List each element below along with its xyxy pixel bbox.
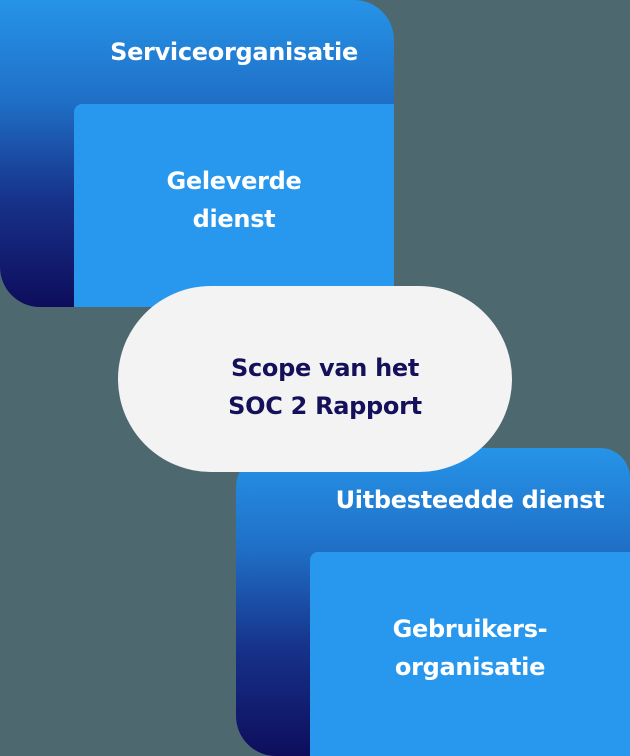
- user-organisation-card: Gebruikers- organisatie: [310, 552, 630, 756]
- outsourced-service-title: Uitbesteedde dienst: [335, 486, 605, 514]
- soc2-scope-line-2: SOC 2 Rapport: [228, 392, 422, 420]
- user-organisation-line-2: organisatie: [394, 653, 546, 681]
- service-organisation-card: Serviceorganisatie Geleverde dienst: [0, 0, 394, 307]
- outsourced-service-card: Uitbesteedde dienst Gebruikers- organisa…: [236, 448, 630, 756]
- soc2-scope-pill: Scope van het SOC 2 Rapport: [118, 286, 512, 472]
- delivered-service-line-1: Geleverde: [166, 166, 302, 195]
- service-organisation-title: Serviceorganisatie: [110, 38, 358, 66]
- delivered-service-card: Geleverde dienst: [74, 104, 394, 307]
- soc2-scope-label: Scope van het SOC 2 Rapport: [208, 333, 422, 425]
- user-organisation-label: Gebruikers- organisatie: [393, 610, 548, 686]
- soc2-scope-line-1: Scope van het: [230, 354, 420, 382]
- user-organisation-line-1: Gebruikers-: [392, 615, 548, 643]
- delivered-service-line-2: dienst: [192, 204, 276, 233]
- delivered-service-label: Geleverde dienst: [167, 162, 302, 238]
